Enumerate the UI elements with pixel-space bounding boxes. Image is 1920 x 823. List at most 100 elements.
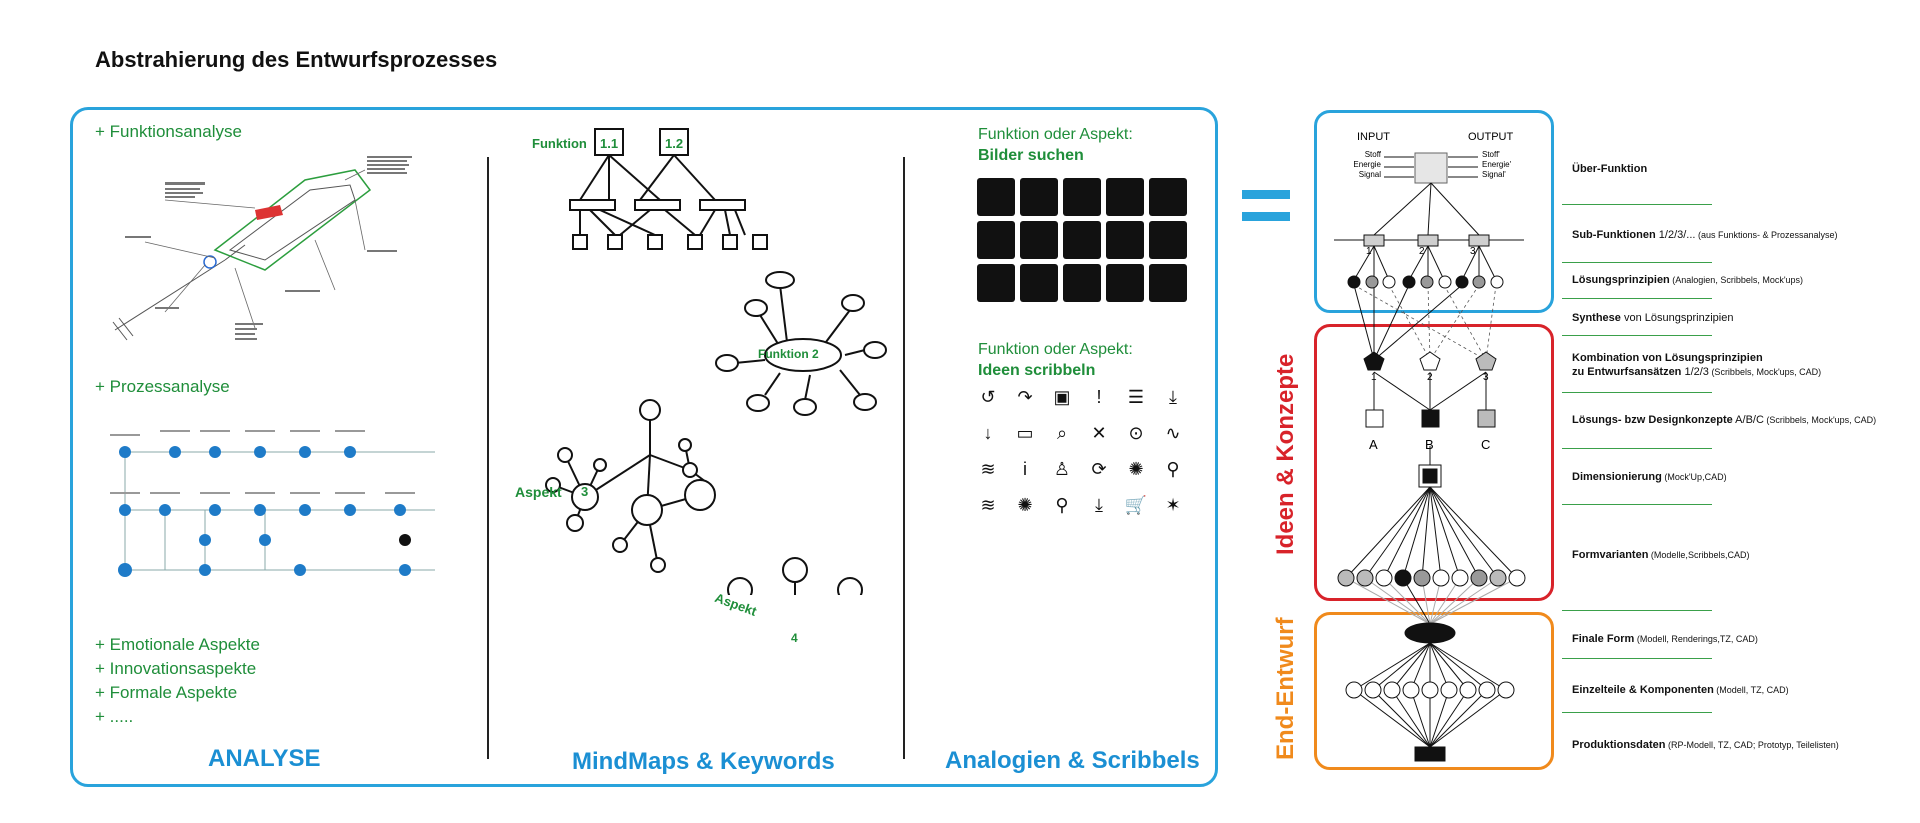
einzelteil-node <box>1440 681 1458 699</box>
output-item: Energie' <box>1482 160 1512 169</box>
image-placeholder[interactable] <box>1106 221 1144 259</box>
output-list: Stoff'Energie'Signal' <box>1482 150 1511 180</box>
formvariante-node <box>1375 569 1393 587</box>
mindmap-sketches <box>545 128 887 595</box>
einzelteil-node <box>1383 681 1401 699</box>
image-placeholder[interactable] <box>977 178 1015 216</box>
aspect-item: + Formale Aspekte <box>95 683 238 702</box>
formvariante-node <box>1413 569 1431 587</box>
penta-num: 1 <box>1371 372 1377 383</box>
image-placeholder[interactable] <box>1149 178 1187 216</box>
scribble-icon[interactable]: ✺ <box>1128 458 1144 479</box>
step-title: zu Entwurfsansätzen <box>1572 366 1682 378</box>
step-divider <box>1562 392 1712 393</box>
image-placeholder[interactable] <box>1106 264 1144 302</box>
scribble-icon[interactable]: ✺ <box>1017 494 1033 515</box>
left-panel <box>70 107 1218 787</box>
scribble-icon[interactable]: ⊙ <box>1128 422 1144 443</box>
scribble-icon[interactable]: ☰ <box>1127 386 1145 407</box>
input-item: Signal <box>1358 170 1381 179</box>
scribble-icon[interactable]: ⤓ <box>1095 494 1103 515</box>
image-placeholder[interactable] <box>1149 221 1187 259</box>
formvariante-node <box>1337 569 1355 587</box>
input-item: Stoff <box>1364 150 1381 159</box>
step-divider <box>1562 658 1712 659</box>
process-tree <box>1334 152 1526 762</box>
output-label: OUTPUT <box>1468 131 1514 143</box>
scribble-icon[interactable]: ↺ <box>980 386 996 407</box>
aspect-list: + Emotionale Aspekte + Innovationsaspekt… <box>95 633 260 729</box>
heading-bilder-line1: Funktion oder Aspekt: <box>978 126 1133 143</box>
scribble-icon[interactable]: ♙ <box>1053 458 1071 479</box>
process-step-label: Lösungs- bzw Designkonzepte A/B/C (Scrib… <box>1572 414 1876 426</box>
penta-num: 2 <box>1427 372 1433 383</box>
divider-1 <box>487 157 489 759</box>
step-divider <box>1562 262 1712 263</box>
scribble-icon[interactable]: ▭ <box>1016 422 1034 443</box>
image-placeholder[interactable] <box>1063 221 1101 259</box>
heading-ideen-line2: Ideen scribbeln <box>978 362 1096 379</box>
aspect-item: + ..... <box>95 707 134 726</box>
einzelteil-node <box>1421 681 1439 699</box>
image-placeholder[interactable] <box>977 221 1015 259</box>
process-step-label: Synthese von Lösungsprinzipien <box>1572 312 1733 324</box>
output-item: Stoff' <box>1482 150 1500 159</box>
divider-2 <box>903 157 905 759</box>
process-step-label: Einzelteile & Komponenten (Modell, TZ, C… <box>1572 684 1789 696</box>
process-step-label: Über-Funktion <box>1572 163 1647 175</box>
scribble-icon[interactable]: ⚲ <box>1166 458 1180 479</box>
aspect-item: + Emotionale Aspekte <box>95 635 260 654</box>
concept-letter: C <box>1481 437 1491 452</box>
einzelteil-node <box>1459 681 1477 699</box>
einzelteil-node <box>1478 681 1496 699</box>
node-1-2: 1.2 <box>665 136 684 151</box>
scribble-icon[interactable]: ↷ <box>1017 386 1033 407</box>
scribble-icon[interactable]: ! <box>1096 386 1102 407</box>
input-label: INPUT <box>1357 131 1390 143</box>
equals-bar-top <box>1242 190 1290 199</box>
scribble-icon[interactable]: ∿ <box>1165 422 1181 443</box>
formvariante-node <box>1394 569 1412 587</box>
heading-ideen-line1: Funktion oder Aspekt: <box>978 341 1133 358</box>
scribble-icon[interactable]: ▣ <box>1053 386 1071 407</box>
image-placeholder[interactable] <box>1063 178 1101 216</box>
scribble-icon[interactable]: ⤓ <box>1169 386 1177 407</box>
einzelteil-node <box>1345 681 1363 699</box>
step-title: Synthese <box>1572 312 1621 324</box>
formvariante-node <box>1470 569 1488 587</box>
image-placeholder[interactable] <box>1106 178 1144 216</box>
end-entwurf-label: End-Entwurf <box>1272 617 1299 760</box>
scribble-icon[interactable]: ✶ <box>1165 494 1181 515</box>
scribble-icon[interactable]: ⌕ <box>1056 422 1068 443</box>
aspekt3-label: Aspekt <box>515 484 562 500</box>
image-placeholder[interactable] <box>1020 264 1058 302</box>
analyse-footer: ANALYSE <box>208 745 321 772</box>
image-placeholder[interactable] <box>1020 221 1058 259</box>
output-item: Signal' <box>1482 170 1506 179</box>
scribble-icon[interactable]: ↓ <box>983 422 993 443</box>
image-placeholder[interactable] <box>1020 178 1058 216</box>
aspekt3-num: 3 <box>581 484 589 499</box>
image-placeholder[interactable] <box>1063 264 1101 302</box>
image-grid <box>977 178 1187 302</box>
image-placeholder[interactable] <box>977 264 1015 302</box>
step-divider <box>1562 610 1712 611</box>
image-placeholder[interactable] <box>1149 264 1187 302</box>
scribble-icon[interactable]: i <box>1023 458 1027 479</box>
formvariante-node <box>1432 569 1450 587</box>
ideen-konzepte-label: Ideen & Konzepte <box>1272 353 1299 555</box>
scribble-icon[interactable]: ⟳ <box>1091 458 1107 479</box>
step-divider <box>1562 712 1712 713</box>
formvariante-node <box>1451 569 1469 587</box>
scribble-icon[interactable]: 🛒 <box>1124 494 1148 515</box>
scribble-icon[interactable]: ✕ <box>1091 422 1107 443</box>
ueber-funktion-box <box>1314 110 1554 313</box>
einzelteil-node <box>1364 681 1382 699</box>
step-note: (RP-Modell, TZ, CAD; Prototyp, Teilelist… <box>1665 740 1839 750</box>
step-title: Sub-Funktionen <box>1572 229 1656 241</box>
scribble-icon[interactable]: ≋ <box>980 458 996 479</box>
end-entwurf-box <box>1314 612 1554 770</box>
sub-num: 3 <box>1470 246 1476 257</box>
scribble-icon[interactable]: ⚲ <box>1055 494 1069 515</box>
scribble-icon[interactable]: ≋ <box>980 494 996 515</box>
